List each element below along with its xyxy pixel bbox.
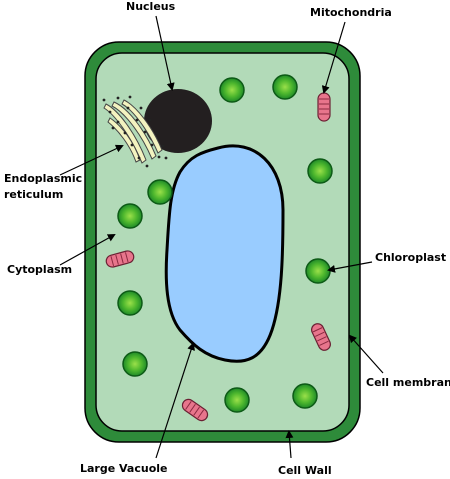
label-endoplasmic: Endoplasmic bbox=[4, 172, 82, 185]
chloroplast bbox=[122, 351, 148, 377]
label-mitochondria: Mitochondria bbox=[310, 6, 392, 19]
mitochondria-group bbox=[105, 92, 331, 422]
mitochondrion bbox=[181, 398, 209, 422]
label-reticulum: reticulum bbox=[4, 188, 63, 201]
cytoplasm-pointer bbox=[59, 234, 116, 266]
label-cell-wall: Cell Wall bbox=[278, 464, 332, 477]
cell-wall-pointer bbox=[285, 430, 294, 459]
er-ribosomes bbox=[102, 95, 168, 168]
er-pointer bbox=[59, 144, 124, 176]
chloroplast bbox=[224, 387, 250, 413]
chloroplast bbox=[147, 179, 173, 205]
chloroplasts bbox=[117, 74, 333, 413]
endoplasmic-reticulum bbox=[103, 99, 163, 164]
mitochondrion bbox=[317, 92, 331, 122]
chloroplast bbox=[307, 158, 333, 184]
label-nucleus: Nucleus bbox=[126, 0, 176, 13]
nucleus-pointer bbox=[155, 15, 175, 91]
mitochondrion bbox=[311, 323, 331, 351]
cell-membrane-pointer bbox=[348, 334, 384, 374]
chloroplast bbox=[117, 290, 143, 316]
chloroplast bbox=[305, 258, 331, 284]
label-chloroplast: Chloroplast bbox=[375, 251, 446, 264]
label-large-vacuole: Large Vacuole bbox=[80, 462, 168, 475]
large-vacuole-pointer bbox=[155, 342, 195, 459]
nucleus bbox=[144, 89, 212, 153]
mitochondrion bbox=[105, 250, 135, 268]
label-cell-membrane: Cell membrane bbox=[366, 376, 450, 389]
large-vacuole bbox=[164, 144, 285, 363]
label-cytoplasm: Cytoplasm bbox=[7, 263, 72, 276]
chloroplast bbox=[117, 203, 143, 229]
chloroplast bbox=[292, 383, 318, 409]
pointer-lines bbox=[59, 15, 384, 459]
chloroplast-pointer bbox=[327, 261, 373, 273]
chloroplast bbox=[219, 77, 245, 103]
chloroplast bbox=[272, 74, 298, 100]
mitochondria-pointer bbox=[321, 21, 346, 94]
